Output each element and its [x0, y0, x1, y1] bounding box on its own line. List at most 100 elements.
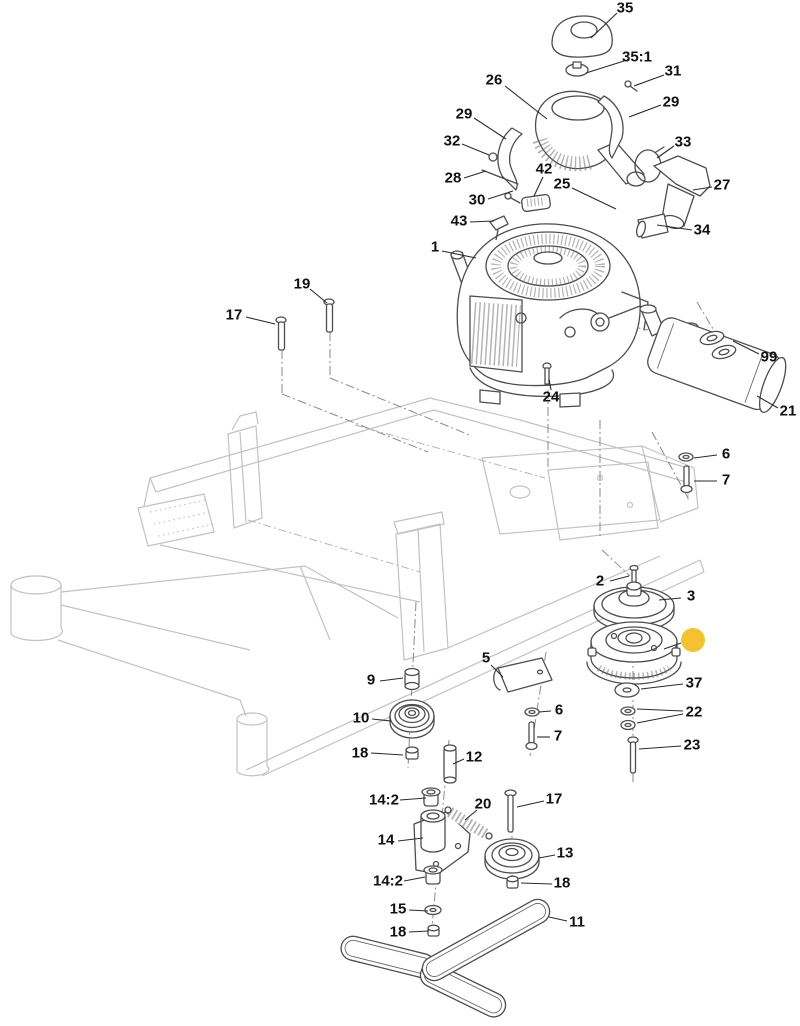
callout-24: 24: [542, 388, 560, 406]
callout-28: 28: [444, 169, 462, 187]
callout-6-right: 6: [721, 445, 731, 463]
leader-line-29-left: [473, 117, 507, 140]
leader-line-14-2-upper: [399, 797, 427, 801]
muffler-illustration: [647, 317, 787, 413]
callout-7-center: 7: [553, 727, 563, 745]
callout-11: 11: [569, 913, 585, 931]
callout-17-lower: 17: [545, 790, 563, 808]
callout-27: 27: [713, 176, 731, 194]
leader-line-42: [533, 176, 544, 197]
callout-20: 20: [474, 795, 492, 813]
leader-line-2: [609, 575, 630, 582]
callout-17-top: 17: [225, 306, 243, 324]
leader-line-17-lower: [516, 800, 545, 808]
callout-12: 12: [465, 748, 483, 766]
callout-15: 15: [389, 900, 407, 918]
callout-18-arm: 18: [389, 923, 407, 941]
leader-line-25: [571, 187, 617, 210]
callout-19: 19: [293, 275, 311, 293]
callout-25: 25: [553, 175, 571, 193]
leader-line-32: [461, 143, 490, 156]
callout-26: 26: [485, 71, 503, 89]
idler-pulley-illustration: [389, 657, 553, 784]
leader-line-33: [656, 145, 675, 159]
callout-29-left: 29: [455, 105, 473, 123]
leader-line-22: [636, 708, 684, 712]
callout-35: 35: [616, 0, 634, 17]
belt-illustration: [340, 898, 551, 1018]
leader-lines: [245, 12, 779, 933]
leader-line-9: [379, 677, 404, 682]
callout-21: 21: [779, 402, 797, 420]
leader-line-3: [658, 597, 682, 601]
leader-line-99: [732, 340, 760, 355]
leader-line-20: [464, 809, 478, 821]
callout-18-idler: 18: [351, 744, 369, 762]
leader-line-26: [504, 85, 548, 120]
chassis-frame-illustration: [10, 397, 705, 777]
idler-arm-illustration: [413, 787, 540, 937]
leader-line-29-right: [628, 104, 662, 118]
engine-illustration: [450, 223, 705, 408]
leader-line-22: [636, 713, 684, 724]
callout-23: 23: [683, 736, 701, 754]
callout-34: 34: [693, 221, 711, 239]
leader-line-11: [548, 916, 568, 922]
callout-10: 10: [352, 709, 370, 727]
callout-9: 9: [366, 671, 376, 689]
callout-31: 31: [664, 62, 682, 80]
leader-line-6-right: [693, 454, 718, 459]
leader-line-28: [463, 170, 487, 179]
leader-line-21: [756, 395, 779, 409]
mount-hardware-illustration: [275, 298, 694, 494]
leader-line-15: [408, 909, 429, 912]
callout-1: 1: [430, 238, 440, 256]
leader-line-31: [633, 74, 665, 87]
leader-line-30: [487, 190, 514, 200]
callout-18-pulley13: 18: [553, 874, 571, 892]
clutch-stack-illustration: [586, 564, 682, 774]
leader-line-35-1: [585, 60, 625, 74]
leader-line-18-arm: [408, 930, 430, 933]
callout-13: 13: [556, 844, 574, 862]
leader-line-43: [469, 220, 495, 223]
highlight-marker: [681, 628, 705, 652]
leader-line-17-top: [245, 316, 276, 325]
callout-37: 37: [685, 674, 703, 692]
callout-42: 42: [535, 160, 553, 178]
callout-32: 32: [443, 132, 461, 150]
leader-line-10: [371, 718, 392, 722]
leader-line-14-2-lower: [403, 876, 426, 882]
leader-line-34: [656, 224, 693, 231]
leader-line-12: [452, 758, 465, 765]
callout-43: 43: [450, 212, 468, 230]
callout-14-2-upper: 14:2: [368, 791, 400, 809]
callout-14: 14: [377, 831, 395, 849]
leader-line-27: [692, 186, 713, 191]
callout-7-right: 7: [721, 471, 731, 489]
leader-line-6-center: [538, 710, 552, 713]
callout-30: 30: [468, 191, 486, 209]
callout-22: 22: [685, 703, 703, 721]
callout-35-1: 35:1: [621, 48, 653, 66]
air-cleaner-illustration: [481, 15, 711, 241]
leader-line-18-idler: [370, 752, 404, 756]
leader-line-23: [638, 745, 682, 750]
callout-3: 3: [686, 587, 696, 605]
leader-line-13: [538, 854, 556, 859]
leader-line-14: [397, 837, 424, 842]
leader-line-24: [548, 378, 552, 391]
callout-29-right: 29: [662, 93, 680, 111]
callout-5: 5: [481, 649, 491, 667]
callout-6-center: 6: [554, 701, 564, 719]
callout-2: 2: [595, 572, 605, 590]
leader-line-1: [441, 250, 477, 259]
callout-99: 99: [760, 348, 778, 366]
leader-line-18-pulley13: [520, 882, 553, 885]
callout-33: 33: [674, 133, 692, 151]
leader-line-19: [309, 288, 328, 304]
leader-line-37: [640, 683, 684, 690]
